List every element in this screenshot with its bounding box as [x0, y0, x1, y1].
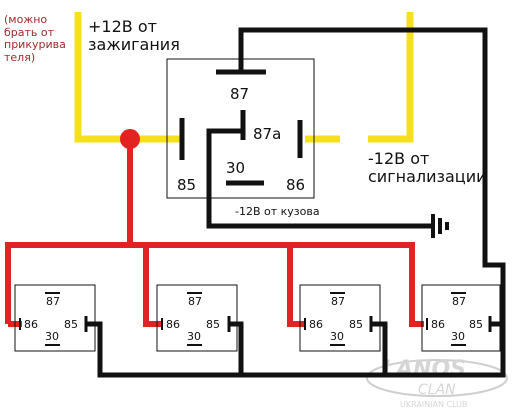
relay2-pin-87: 87 [188, 295, 202, 308]
main-relay-pin-87a: 87a [253, 125, 282, 143]
relay1-pin-86: 86 [24, 318, 38, 331]
ground-icon [431, 214, 449, 238]
small-relay-4 [421, 284, 501, 352]
watermark-line1: LANOS [382, 357, 466, 382]
relay3-pin-85: 85 [349, 318, 363, 331]
red-wires [5, 145, 424, 327]
red-wire-relay3 [287, 245, 306, 327]
label-alarm: -12В от сигнализации [368, 149, 487, 187]
red-wire-bus [5, 242, 424, 327]
main-relay-pin-87: 87 [230, 85, 250, 103]
watermark-line3: UKRAINIAN CLUB [400, 400, 468, 409]
relay3-pin-30: 30 [330, 330, 344, 343]
watermark-logo: LANOS CLAN UKRAINIAN CLUB [366, 357, 508, 409]
relay3-pin-86: 86 [309, 318, 323, 331]
yellow-wire-alarm [368, 12, 414, 143]
relay2-pin-30: 30 [187, 330, 201, 343]
relay4-pin-85: 85 [469, 318, 483, 331]
black-wires [86, 27, 506, 378]
main-relay-pin-85: 85 [177, 176, 197, 194]
small-relay-3 [299, 284, 381, 352]
relay2-pin-85: 85 [206, 318, 220, 331]
relay4-pin-87: 87 [452, 295, 466, 308]
yellow-wire-ignition [74, 12, 130, 143]
relay1-pin-87: 87 [46, 295, 60, 308]
label-ground: -12В от кузова [235, 205, 320, 218]
relay1-pin-85: 85 [64, 318, 78, 331]
relay1-pin-30: 30 [45, 330, 59, 343]
label-ignition: +12В от зажигания [88, 17, 180, 55]
small-relay-1 [14, 284, 96, 352]
yellow-wires [74, 12, 414, 143]
relay3-pin-87: 87 [331, 295, 345, 308]
junction-node [120, 129, 140, 149]
main-relay-pin-30: 30 [226, 159, 246, 177]
main-relay-pin-86: 86 [286, 176, 306, 194]
relay2-pin-86: 86 [166, 318, 180, 331]
small-relay-2 [156, 284, 238, 352]
black-wire-bus-relay3 [371, 321, 388, 375]
relay4-pin-30: 30 [451, 330, 465, 343]
black-wire-bus-relay2 [229, 321, 244, 375]
note-cigarette-lighter: (можно брать от прикурива теля) [4, 13, 66, 64]
relay4-pin-86: 86 [431, 318, 445, 331]
watermark-line2: CLAN [418, 382, 456, 398]
black-wire-pin87-to-bus [86, 27, 506, 378]
main-relay [166, 58, 315, 199]
